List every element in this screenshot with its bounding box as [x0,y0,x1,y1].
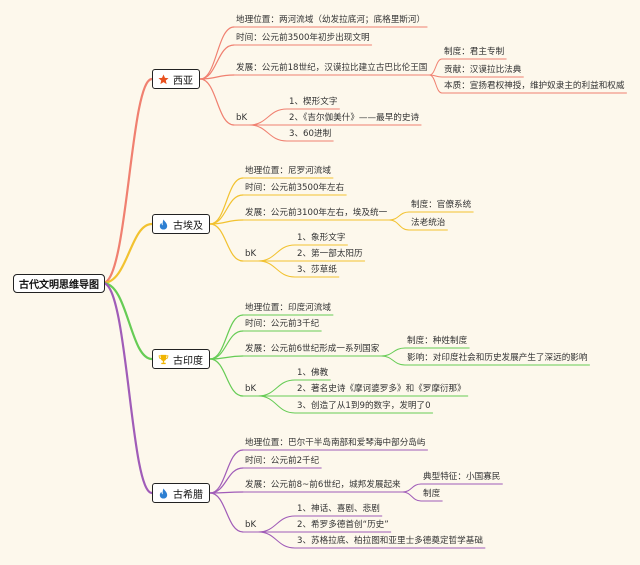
culture-detail[interactable]: 1、神话、喜剧、悲剧 [297,504,380,514]
development-detail[interactable]: 法老统治 [411,218,446,228]
culture-detail[interactable]: 2、《吉尔伽美什》——最早的史诗 [289,113,420,123]
culture-detail[interactable]: 3、60进制 [289,129,332,139]
info-node[interactable]: 地理位置：尼罗河流域 [245,166,331,176]
branch-node-xila[interactable]: 古希腊 [152,483,210,503]
info-node[interactable]: 时间：公元前3500年左右 [245,183,345,193]
development-detail[interactable]: 制度：官僚系统 [411,200,472,210]
root-node[interactable]: 古代文明思维导图 [13,274,105,293]
culture-node[interactable]: bK [245,384,257,394]
culture-detail[interactable]: 1、楔形文字 [289,97,338,107]
culture-node[interactable]: bK [245,520,257,530]
culture-detail[interactable]: 1、佛教 [297,368,329,378]
star-icon [158,74,169,84]
info-node[interactable]: 时间：公元前2千纪 [245,456,320,466]
development-node[interactable]: 发展：公元前8~前6世纪，城邦发展起来 [245,480,401,490]
culture-detail[interactable]: 2、第一部太阳历 [297,249,363,259]
development-detail[interactable]: 本质：宣扬君权神授，维护奴隶主的利益和权威 [444,81,625,91]
development-detail[interactable]: 贡献：汉谟拉比法典 [444,65,522,75]
branch-node-aiji[interactable]: 古埃及 [152,214,210,234]
info-node[interactable]: 地理位置：巴尔干半岛南部和爱琴海中部分岛屿 [245,438,426,448]
development-node[interactable]: 发展：公元前18世纪，汉谟拉比建立古巴比伦王国 [236,63,428,73]
branch-node-xiya[interactable]: 西亚 [152,69,200,89]
culture-node[interactable]: bK [245,249,257,259]
development-detail[interactable]: 典型特征：小国寡民 [423,472,501,482]
culture-detail[interactable]: 3、苏格拉底、柏拉图和亚里士多德奠定哲学基础 [297,536,483,546]
development-detail[interactable]: 制度：种姓制度 [407,336,468,346]
culture-detail[interactable]: 3、莎草纸 [297,265,337,275]
branch-node-yindu[interactable]: 古印度 [152,349,210,369]
development-detail[interactable]: 制度 [423,489,441,499]
branch-title: 古希腊 [173,489,203,501]
info-node[interactable]: 地理位置：印度河流域 [245,303,331,313]
branch-title: 西亚 [173,75,193,87]
trophy-icon [158,354,169,364]
branch-title: 古埃及 [173,220,203,232]
culture-detail[interactable]: 1、象形文字 [297,233,346,243]
info-node[interactable]: 时间：公元前3500年初步出现文明 [236,33,370,43]
info-node[interactable]: 地理位置：两河流域（幼发拉底河；底格里斯河） [236,15,426,25]
culture-detail[interactable]: 2、著名史诗《摩诃婆罗多》和《罗摩衍那》 [297,384,466,394]
development-detail[interactable]: 影响：对印度社会和历史发展产生了深远的影响 [407,353,588,363]
flame-icon [159,487,168,499]
branch-title: 古印度 [173,355,203,367]
culture-detail[interactable]: 2、希罗多德首创“历史” [297,520,389,530]
development-detail[interactable]: 制度：君主专制 [444,47,505,57]
development-node[interactable]: 发展：公元前3100年左右，埃及统一 [245,208,388,218]
culture-node[interactable]: bK [236,113,248,123]
flame-icon [159,218,168,230]
development-node[interactable]: 发展：公元前6世纪形成一系列国家 [245,344,380,354]
culture-detail[interactable]: 3、创造了从1到9的数字，发明了0 [297,401,431,411]
info-node[interactable]: 时间：公元前3千纪 [245,319,320,329]
